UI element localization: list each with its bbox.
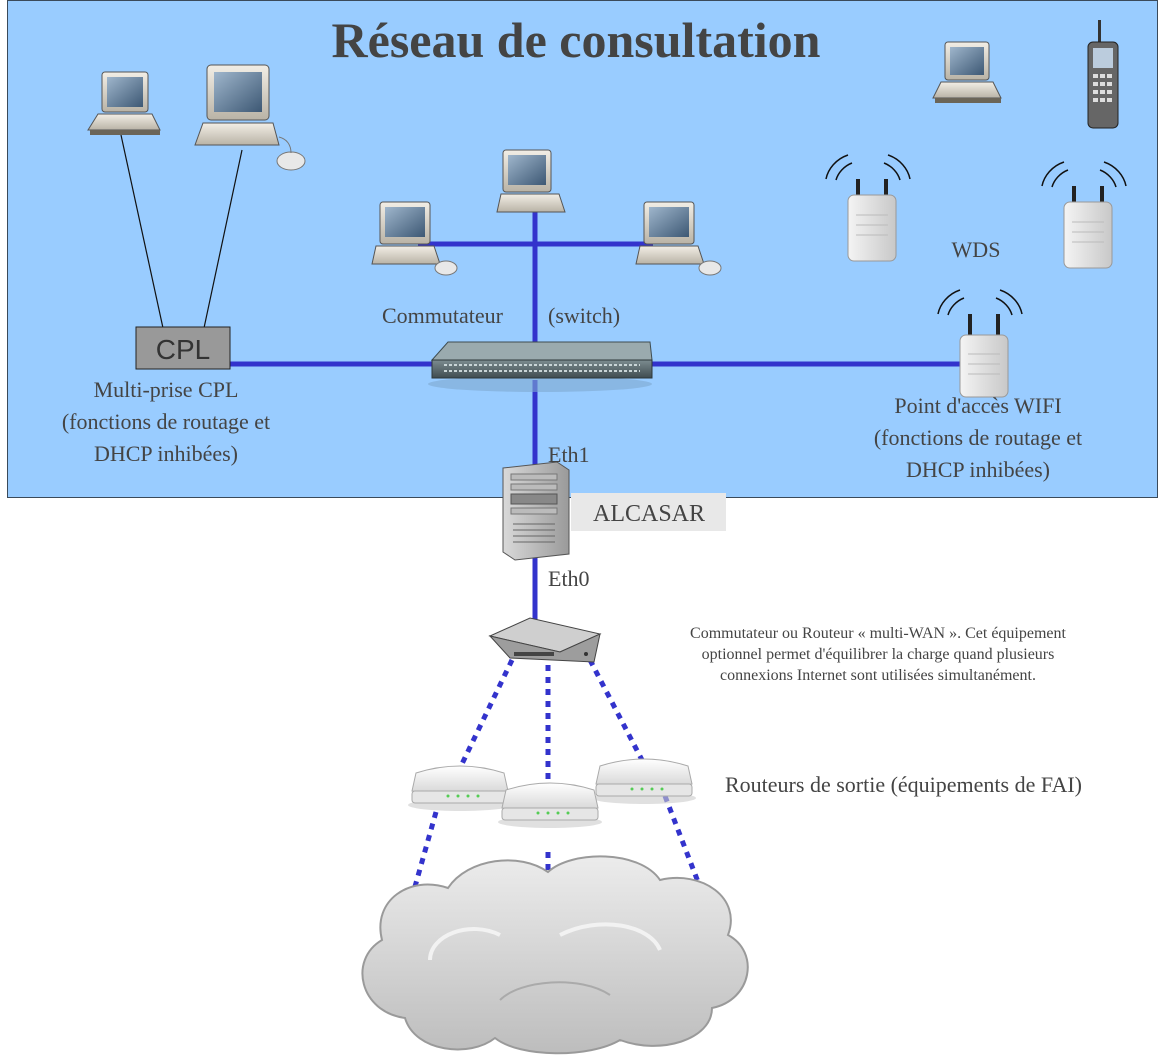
- router-icon: [498, 782, 602, 828]
- cpl-caption-line-3: DHCP inhibées): [94, 441, 238, 466]
- multiwan-note-line-1: Commutateur ou Routeur « multi-WAN ». Ce…: [690, 625, 1066, 642]
- router-icon: [488, 617, 602, 663]
- cpl-caption-line-2: (fonctions de routage et: [62, 409, 270, 434]
- desktop-computer-icon: [496, 149, 566, 213]
- desktop-computer-icon: [371, 201, 458, 276]
- ap-caption-line-3: DHCP inhibées): [906, 457, 1050, 482]
- cpl-box-label: CPL: [156, 334, 210, 365]
- cpl-caption-line-1: Multi-prise CPL: [94, 377, 239, 402]
- alcasar-label-box: [571, 493, 726, 531]
- multiwan-note-line-2: optionnel permet d'équilibrer la charge …: [702, 646, 1055, 663]
- cable-desktop-cpl: [203, 149, 243, 329]
- switch-caption-en: (switch): [548, 303, 620, 328]
- server-tower-icon: [502, 461, 570, 561]
- internet-cloud-icon: [361, 855, 749, 1055]
- wifi-access-point-icon: [1041, 161, 1127, 269]
- eth1-label: Eth1: [548, 442, 590, 467]
- eth0-label: Eth0: [548, 566, 590, 591]
- wifi-access-point-icon: [825, 154, 911, 262]
- laptop-icon: [87, 71, 161, 135]
- cable-laptop-cpl: [120, 134, 164, 329]
- router-icon: [408, 765, 512, 811]
- laptop-icon: [932, 41, 1002, 103]
- network-links: [230, 205, 960, 625]
- desktop-computer-icon: [635, 201, 722, 276]
- network-switch-icon: [428, 341, 653, 392]
- wds-label: WDS: [952, 237, 1001, 262]
- multiwan-note-line-3: connexions Internet sont utilisées simul…: [720, 667, 1036, 684]
- alcasar-label: ALCASAR: [593, 501, 705, 527]
- cpl-box: [135, 326, 231, 370]
- router-icon: [592, 758, 696, 804]
- switch-caption: Commutateur: [382, 303, 504, 328]
- mobile-phone-icon: [1087, 20, 1119, 129]
- desktop-computer-icon: [194, 64, 306, 171]
- ap-caption-line-2: (fonctions de routage et: [874, 425, 1082, 450]
- diagram-title: Réseau de consultation: [332, 12, 821, 68]
- exit-routers-label: Routeurs de sortie (équipements de FAI): [725, 772, 1082, 797]
- wifi-access-point-icon: [937, 289, 1023, 398]
- ap-caption-line-1: Point d'accès WIFI: [894, 393, 1061, 418]
